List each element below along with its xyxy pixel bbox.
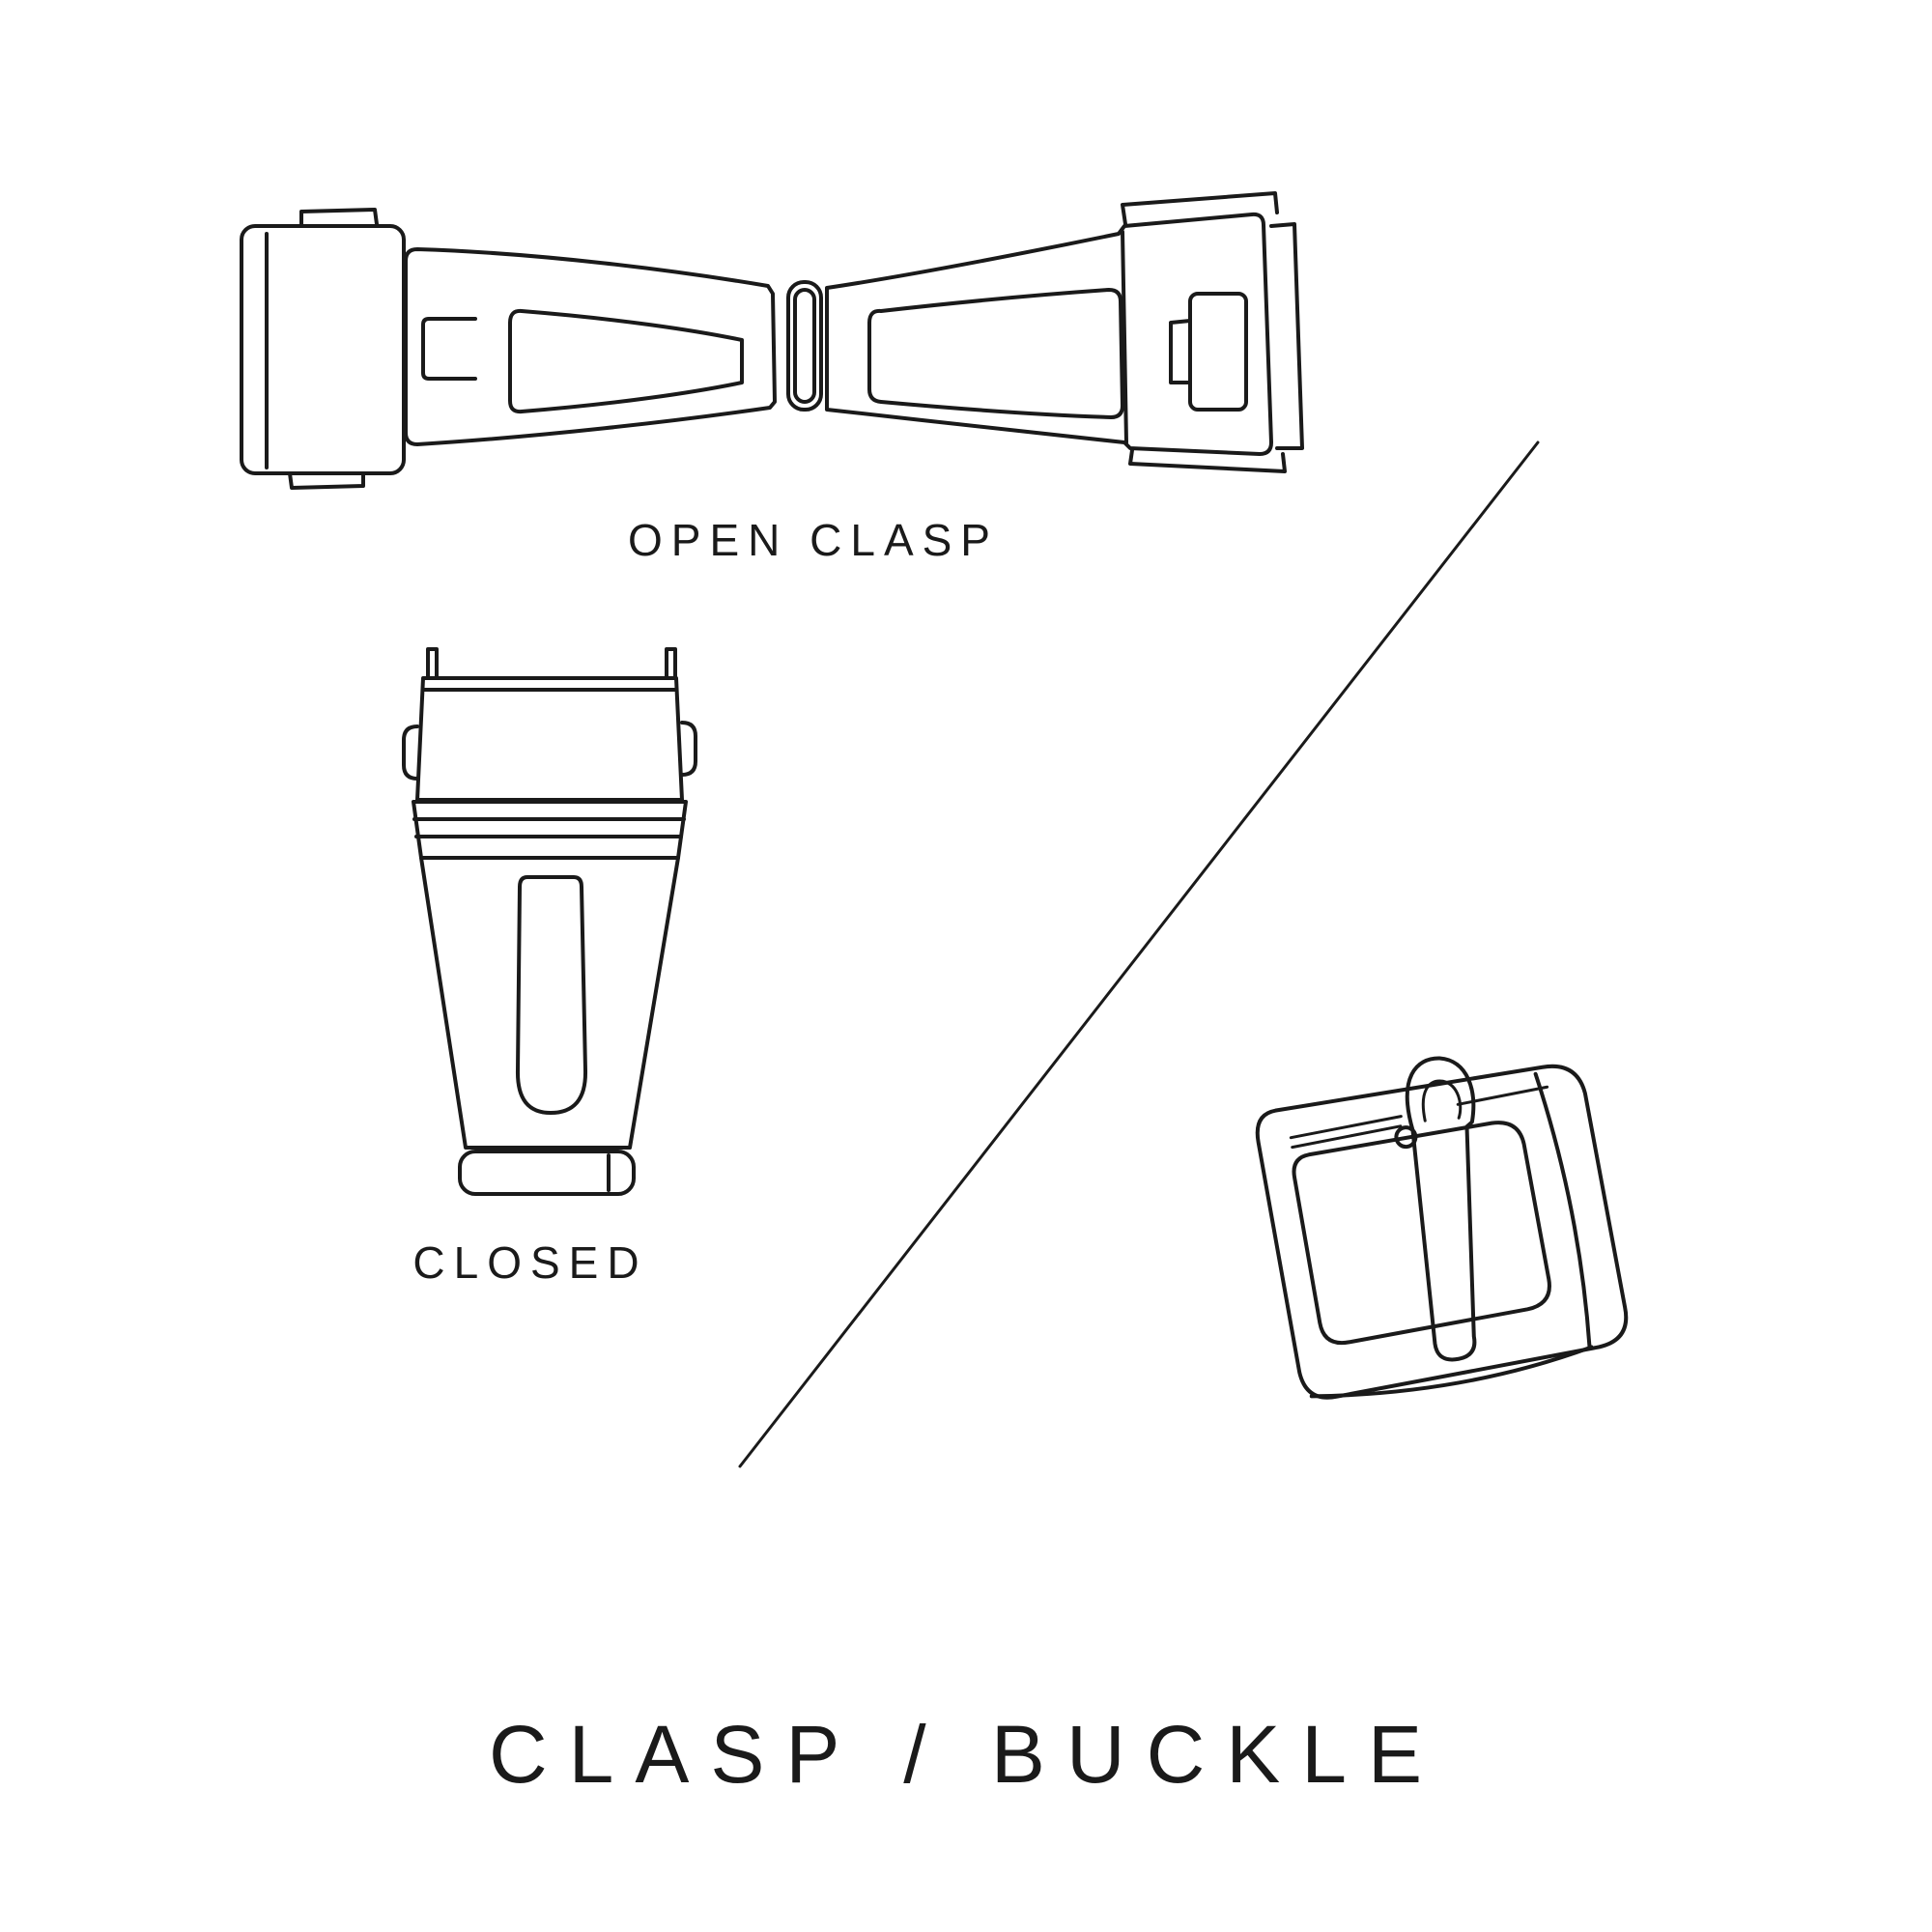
closed-clasp-illustration bbox=[402, 647, 697, 1196]
open-clasp-label: OPEN CLASP bbox=[628, 515, 999, 565]
page-title: CLASP / BUCKLE bbox=[488, 1709, 1444, 1800]
diagonal-divider-line bbox=[738, 440, 1540, 1468]
buckle-illustration bbox=[1255, 1056, 1629, 1400]
closed-clasp-label: CLOSED bbox=[412, 1237, 648, 1288]
open-clasp-illustration bbox=[240, 191, 1304, 490]
